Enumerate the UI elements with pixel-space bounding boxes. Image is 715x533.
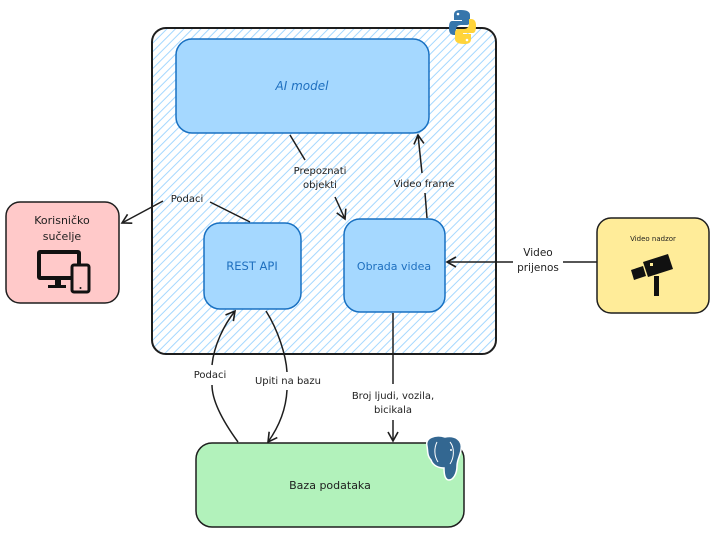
edge-broj: Broj ljudi, vozila, bicikala <box>352 313 434 443</box>
edge-label-upiti: Upiti na bazu <box>255 376 321 387</box>
edge-label-prepoznati-line2: objekti <box>303 180 337 191</box>
video-nadzor-label: Video nadzor <box>630 235 676 243</box>
korisnicko-sucelje-node[interactable]: Korisničko sučelje <box>5 201 120 304</box>
baza-podataka-label: Baza podataka <box>289 479 371 492</box>
edge-video-prijenos: Video prijenos <box>445 247 597 274</box>
edge-label-broj-line1: Broj ljudi, vozila, <box>352 391 434 402</box>
devices-icon <box>37 250 91 294</box>
korisnicko-label-line1: Korisničko <box>34 214 90 227</box>
edge-podaci-db: Podaci <box>194 309 239 443</box>
edge-upiti-na-bazu: Upiti na bazu <box>255 310 321 444</box>
edge-label-video-prijenos-line1: Video <box>523 247 552 259</box>
security-camera-icon <box>631 254 673 296</box>
edge-label-prepoznati-line1: Prepoznati <box>294 166 347 177</box>
ai-model-label: AI model <box>275 79 330 93</box>
edge-prepoznati-objekti: Prepoznati objekti <box>289 134 347 221</box>
edge-label-broj-line2: bicikala <box>374 405 412 416</box>
edge-label-video-prijenos-line2: prijenos <box>517 262 559 274</box>
edge-label-video-frame: Video frame <box>394 179 455 190</box>
obrada-videa-label: Obrada videa <box>357 260 431 273</box>
korisnicko-label-line2: sučelje <box>43 230 82 243</box>
video-nadzor-node[interactable]: Video nadzor <box>596 217 710 314</box>
edge-podaci-ui: Podaci <box>120 194 251 224</box>
python-logo-icon <box>449 10 476 44</box>
edge-label-podaci-ui: Podaci <box>171 194 204 205</box>
ai-model-node[interactable]: AI model <box>175 38 430 134</box>
postgresql-logo-icon <box>426 435 463 481</box>
edge-label-podaci-db: Podaci <box>194 370 227 381</box>
rest-api-label: REST API <box>226 259 277 273</box>
obrada-videa-node[interactable]: Obrada videa <box>343 218 446 313</box>
rest-api-node[interactable]: REST API <box>203 222 302 310</box>
edge-video-frame: Video frame <box>394 133 455 219</box>
baza-podataka-node[interactable]: Baza podataka <box>195 442 465 528</box>
